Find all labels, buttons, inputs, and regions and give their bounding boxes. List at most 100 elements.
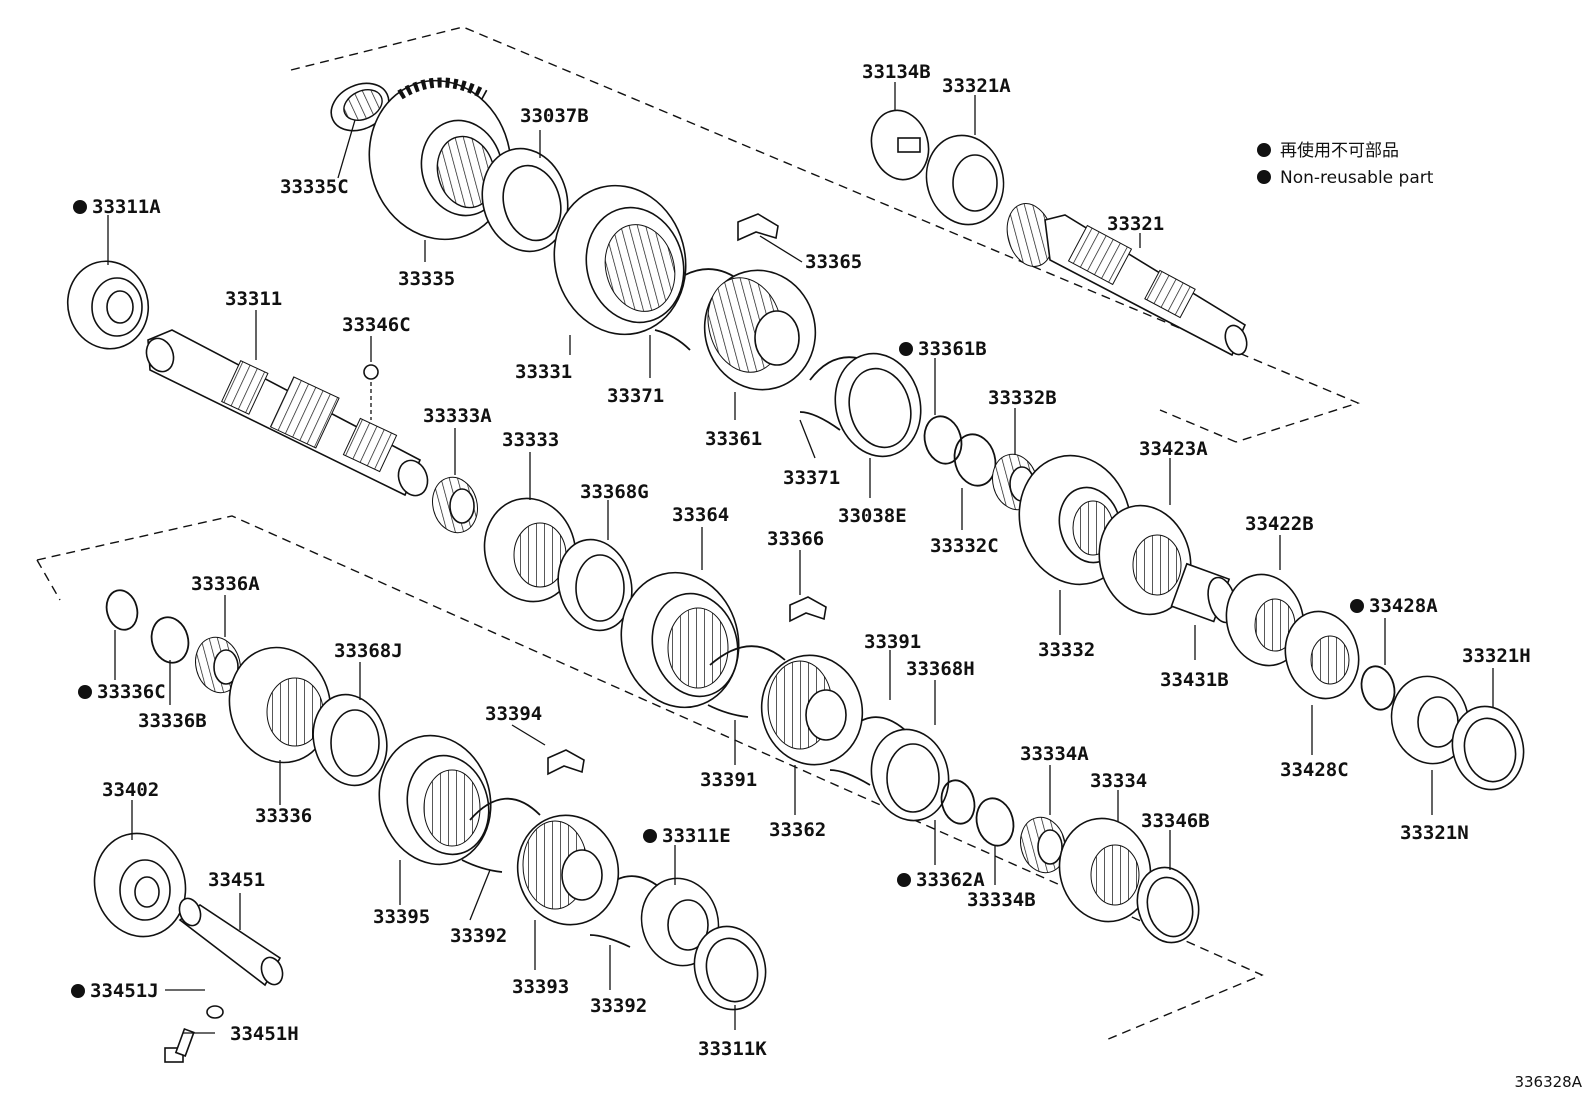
part-33134b-cover	[870, 109, 930, 181]
part-33451-idler-shaft	[178, 897, 284, 987]
part-33368h-synchro-ring	[870, 728, 950, 822]
part-33321h-washer	[1451, 705, 1525, 791]
legend-dot-icon	[1257, 170, 1271, 184]
part-number-label: 33321N	[1400, 822, 1469, 844]
part-33368g-synchro-ring	[557, 538, 633, 632]
part-33364-hub-sleeve	[620, 571, 740, 709]
part-33334a-needle-bearing	[1020, 816, 1066, 874]
part-33346c-ball	[363, 364, 379, 420]
legend-japanese: 再使用不可部品	[1280, 140, 1399, 161]
part-33336c-snap-ring	[105, 589, 139, 631]
part-33451h-bolt	[164, 1027, 195, 1063]
part-number-label: 33311E	[662, 825, 731, 847]
part-number-label: 33321	[1107, 213, 1164, 235]
diagram-code: 336328A	[1514, 1073, 1582, 1091]
part-number-label: 33332C	[930, 535, 999, 557]
part-33311k-washer	[693, 925, 767, 1011]
part-33393-clutch-hub	[516, 814, 620, 926]
legend-english: Non-reusable part	[1280, 168, 1434, 188]
part-33368j-synchro-ring	[312, 693, 388, 787]
part-33336-gear	[228, 646, 332, 764]
part-33336b-ring	[150, 616, 190, 664]
part-number-label: 33334	[1090, 770, 1147, 792]
part-number-label: 33332	[1038, 639, 1095, 661]
nonreusable-dot-icon	[899, 342, 913, 356]
part-number-label: 33402	[102, 779, 159, 801]
part-number-label: 33362	[769, 819, 826, 841]
part-number-label: 33311A	[92, 196, 161, 218]
part-33366-shifting-key	[789, 596, 827, 623]
part-number-label: 33391	[864, 631, 921, 653]
part-number-label: 33333A	[423, 405, 492, 427]
part-33321n-bearing	[1390, 675, 1470, 765]
part-number-label: 33336B	[138, 710, 207, 732]
part-number-label: 33451H	[230, 1023, 299, 1045]
part-33361b-snap-ring	[923, 415, 963, 465]
part-number-label: 33391	[700, 769, 757, 791]
part-number-label: 33364	[672, 504, 729, 526]
part-number-label: 33335C	[280, 176, 349, 198]
lower-group-outline	[36, 515, 1264, 1041]
part-number-label: 33361	[705, 428, 762, 450]
part-number-label: 33371	[783, 467, 840, 489]
part-number-label: 33366	[767, 528, 824, 550]
part-number-label: 33331	[515, 361, 572, 383]
nonreusable-dot-icon	[897, 873, 911, 887]
part-33422b-gear	[1225, 573, 1305, 667]
nonreusable-dot-icon	[78, 685, 92, 699]
part-number-label: 33311K	[698, 1038, 767, 1060]
part-number-label: 33368G	[580, 481, 649, 503]
part-number-label: 33368J	[334, 640, 403, 662]
part-33334-gear	[1058, 817, 1152, 923]
part-33395-hub-sleeve	[378, 734, 492, 866]
part-number-label: 33336	[255, 805, 312, 827]
nonreusable-dot-icon	[643, 829, 657, 843]
part-number-label: 33321A	[942, 75, 1011, 97]
part-number-label: 33423A	[1139, 438, 1208, 460]
part-33331-hub-sleeve	[553, 184, 687, 336]
part-number-label: 33038E	[838, 505, 907, 527]
part-33321-output-shaft	[1006, 203, 1248, 357]
part-33346b-washer	[1136, 866, 1200, 944]
part-number-label: 33335	[398, 268, 455, 290]
part-33311a-bearing	[66, 260, 150, 350]
part-33038e-synchro-ring	[799, 352, 922, 458]
part-number-label: 33395	[373, 906, 430, 928]
part-33428c-gear	[1284, 610, 1360, 700]
part-33332c-ring	[953, 433, 997, 487]
part-number-label: 33431B	[1160, 669, 1229, 691]
part-33451j-gasket	[206, 1005, 224, 1019]
part-number-label: 33451J	[90, 980, 159, 1002]
part-number-label: 33394	[485, 703, 542, 725]
part-33037b-synchro-ring	[481, 147, 569, 253]
part-33321a-bearing	[925, 134, 1005, 226]
part-number-label: 33346B	[1141, 810, 1210, 832]
part-number-label: 33334A	[1020, 743, 1089, 765]
nonreusable-dot-icon	[1350, 599, 1364, 613]
part-33311-input-shaft	[145, 329, 429, 497]
part-number-label: 33336A	[191, 573, 260, 595]
part-33423a-gear	[1098, 504, 1192, 616]
part-number-label: 33362A	[916, 869, 985, 891]
part-number-label: 33333	[502, 429, 559, 451]
part-number-label: 33365	[805, 251, 862, 273]
part-33394-shifting-key	[547, 749, 585, 776]
part-33362a-snap-ring	[940, 779, 976, 825]
part-number-label: 33334B	[967, 889, 1036, 911]
part-number-label: 33393	[512, 976, 569, 998]
part-33361-clutch-hub	[703, 269, 817, 391]
upper-group-outline	[290, 26, 1361, 443]
part-number-label: 33361B	[918, 338, 987, 360]
part-33333a-needle-bearing	[432, 476, 478, 534]
part-number-label: 33422B	[1245, 513, 1314, 535]
part-33402-reverse-gear	[93, 832, 187, 938]
part-number-label: 33451	[208, 869, 265, 891]
part-number-label: 33371	[607, 385, 664, 407]
part-33333-gear	[483, 497, 577, 603]
part-number-label: 33346C	[342, 314, 411, 336]
part-number-label: 33336C	[97, 681, 166, 703]
part-labels: 33335C33037B33311A333353331133346C333313…	[71, 61, 1531, 1060]
part-33336a-needle-bearing	[195, 636, 241, 694]
part-33362-clutch-hub	[760, 654, 864, 766]
